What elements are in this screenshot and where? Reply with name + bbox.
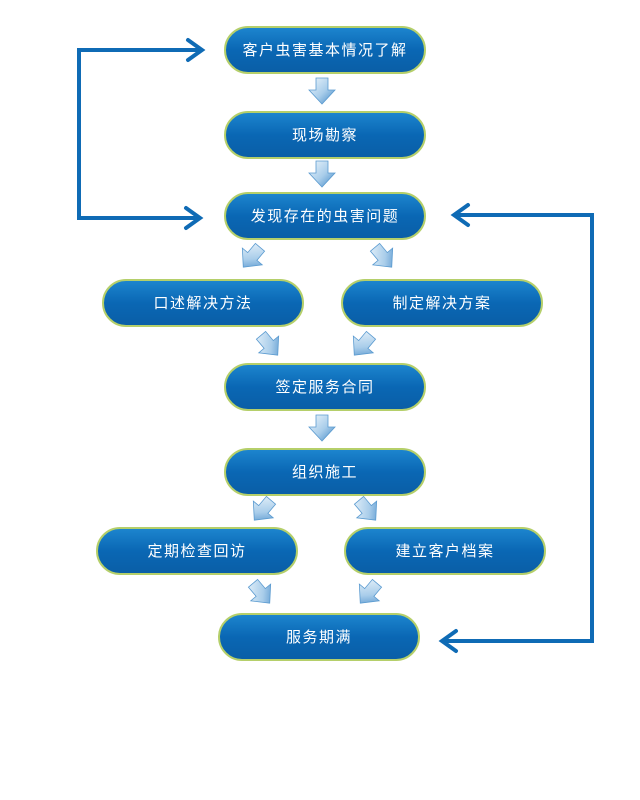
step-label: 发现存在的虫害问题 [251,207,400,225]
step-label: 口述解决方法 [153,294,252,312]
loop-connector-right [438,203,594,653]
step-label: 制定解决方案 [392,294,491,312]
step-verbal-solution: 口述解决方法 [102,279,304,327]
step-label: 现场勘察 [292,126,358,144]
step-customer-pest-survey: 客户虫害基本情况了解 [224,26,426,74]
flow-arrow-down [308,77,336,105]
step-regular-revisit: 定期检查回访 [96,527,298,575]
flow-arrow-down [308,160,336,188]
flow-arrow-diagonal [349,574,388,612]
step-site-inspection: 现场勘察 [224,111,426,159]
step-identify-problems: 发现存在的虫害问题 [224,192,426,240]
flow-arrow-diagonal [348,491,387,529]
flow-arrow-down [308,414,336,442]
step-label: 定期检查回访 [147,542,246,560]
flow-arrow-diagonal [343,326,382,364]
flow-arrow-diagonal [243,491,282,529]
step-service-expiry: 服务期满 [218,613,420,661]
loop-connector-left [77,38,206,230]
step-label: 客户虫害基本情况了解 [242,41,407,59]
step-label: 建立客户档案 [395,542,494,560]
step-sign-contract: 签定服务合同 [224,363,426,411]
step-label: 组织施工 [292,463,358,481]
flow-arrow-diagonal [232,238,271,276]
step-organize-construction: 组织施工 [224,448,426,496]
flow-arrow-diagonal [242,574,281,612]
step-formulate-plan: 制定解决方案 [341,279,543,327]
step-customer-records: 建立客户档案 [344,527,546,575]
flow-arrow-diagonal [250,326,289,364]
step-label: 服务期满 [286,628,352,646]
flow-arrow-diagonal [364,238,403,276]
step-label: 签定服务合同 [275,378,374,396]
